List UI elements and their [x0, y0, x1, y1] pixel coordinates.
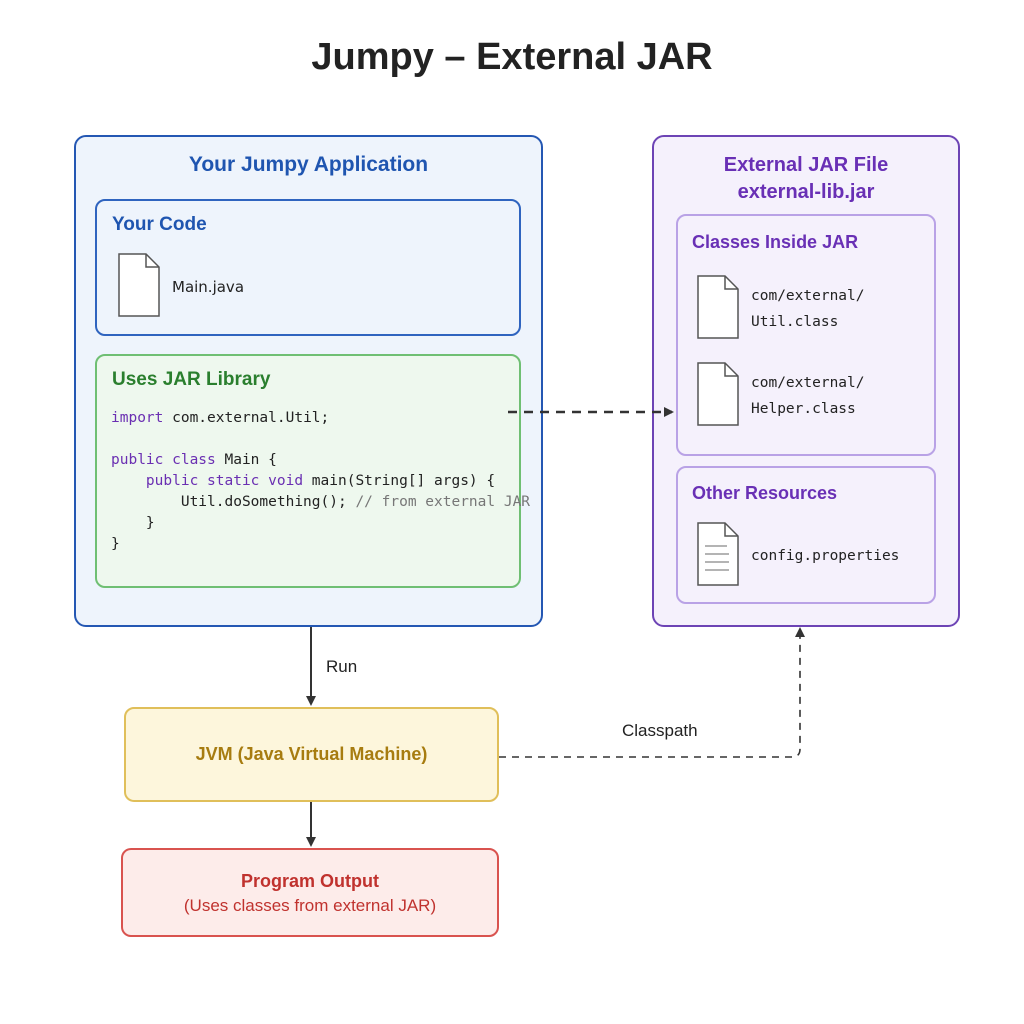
program-output-title: Program Output — [241, 871, 379, 891]
external-jar-title: External JAR File external-lib.jar — [652, 152, 960, 206]
program-output-box: Program Output (Uses classes from extern… — [121, 848, 499, 937]
run-edge-label: Run — [326, 657, 358, 676]
code-snippet: import com.external.Util; public class M… — [111, 408, 530, 555]
config-properties-label: config.properties — [751, 548, 900, 564]
util-class-label: com/external/ Util.class — [751, 283, 865, 335]
classpath-arrow — [499, 627, 805, 758]
code-text: main(String[] args) { — [303, 473, 496, 489]
code-text: Main { — [215, 452, 277, 468]
code-keyword: import — [111, 410, 164, 426]
jar-title-line1: External JAR File — [723, 154, 889, 176]
file-icon — [697, 275, 739, 339]
main-java-label: Main.java — [172, 278, 245, 296]
your-code-box — [95, 199, 521, 336]
code-text: } — [111, 515, 155, 531]
class-path: com/external/ — [751, 375, 865, 391]
code-text: Util.doSomething(); — [111, 494, 356, 510]
jvm-box: JVM (Java Virtual Machine) — [124, 707, 499, 802]
jar-library-title: Uses JAR Library — [112, 369, 271, 390]
class-path: com/external/ — [751, 288, 865, 304]
jvm-label: JVM (Java Virtual Machine) — [195, 744, 428, 764]
file-icon — [118, 253, 160, 317]
app-title: Your Jumpy Application — [188, 153, 429, 176]
classes-title: Classes Inside JAR — [692, 232, 859, 252]
helper-class-label: com/external/ Helper.class — [751, 370, 865, 422]
code-text: } — [111, 536, 120, 552]
code-keyword: public class — [111, 452, 216, 468]
other-resources-title: Other Resources — [692, 483, 838, 503]
jar-library-box — [95, 354, 521, 588]
jar-file-name: external-lib.jar — [737, 181, 875, 203]
class-name: Helper.class — [751, 401, 856, 417]
text-file-icon — [697, 522, 739, 586]
class-name: Util.class — [751, 314, 839, 330]
diagram-title: Jumpy – External JAR — [311, 36, 713, 78]
classpath-edge-label: Classpath — [622, 721, 698, 740]
file-icon — [697, 362, 739, 426]
code-comment: // from external JAR — [355, 494, 531, 510]
code-text: com.external.Util; — [163, 410, 330, 426]
code-keyword: public static void — [111, 473, 304, 489]
program-output-subtitle: (Uses classes from external JAR) — [183, 896, 437, 915]
your-code-title: Your Code — [112, 214, 207, 235]
